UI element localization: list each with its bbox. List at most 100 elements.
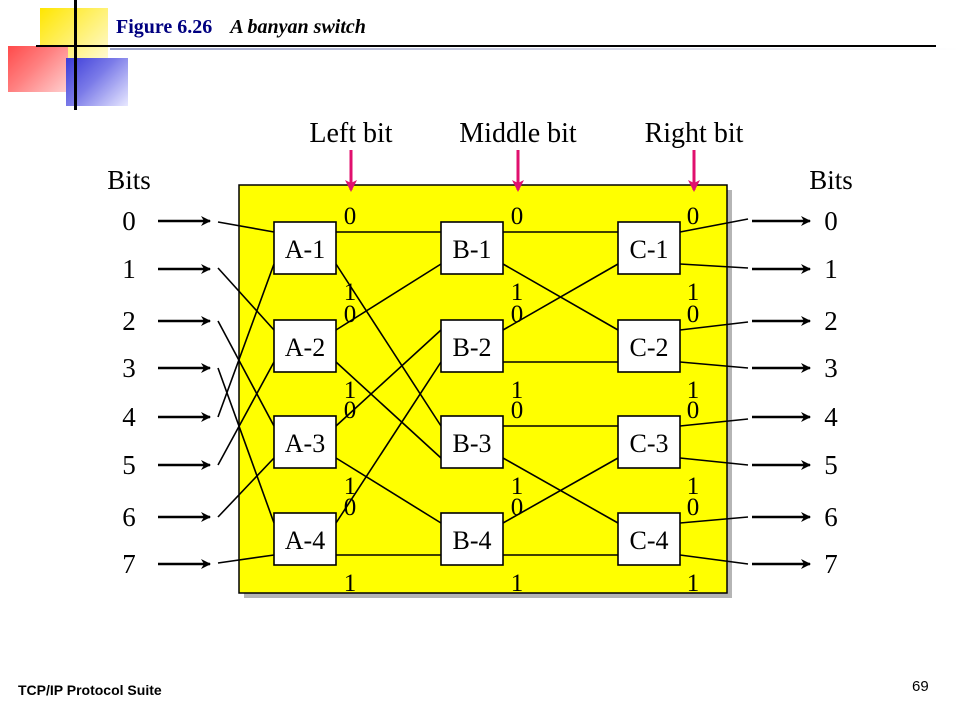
- switch-b-4-box: [440, 512, 504, 566]
- switch-a-4-box: [273, 512, 337, 566]
- port-bit-label: 1: [344, 279, 357, 306]
- switch-label: A-3: [285, 429, 325, 458]
- wire: [335, 361, 442, 524]
- middle-bit-label: Middle bit: [459, 118, 577, 149]
- port-bit-label: 1: [511, 473, 524, 500]
- decor-rule-fade: [110, 48, 960, 50]
- input-bit-label: 0: [122, 206, 136, 236]
- wire: [335, 457, 442, 524]
- footer-text: TCP/IP Protocol Suite: [18, 682, 162, 698]
- decor-red-square: [8, 46, 68, 92]
- wire: [335, 361, 442, 459]
- bits-label-right: Bits: [809, 165, 853, 195]
- wire: [217, 367, 275, 524]
- switch-label: A-2: [285, 333, 325, 362]
- port-bit-label: 0: [344, 494, 357, 521]
- wire: [217, 320, 275, 427]
- output-bit-label: 1: [824, 254, 838, 284]
- switch-b-3-box: [440, 415, 504, 469]
- output-bit-label: 7: [824, 549, 838, 579]
- output-bit-label: 5: [824, 450, 838, 480]
- port-bit-label: 0: [511, 203, 524, 230]
- wire: [679, 321, 749, 331]
- port-bit-label: 1: [344, 377, 357, 404]
- wire: [217, 267, 275, 331]
- switch-label: B-1: [453, 235, 492, 264]
- wire: [217, 263, 275, 418]
- wire: [679, 218, 749, 233]
- port-bit-label: 0: [687, 301, 700, 328]
- port-bit-label: 1: [511, 279, 524, 306]
- wire: [335, 329, 442, 427]
- port-bit-label: 0: [344, 203, 357, 230]
- figure-caption: A banyan switch: [230, 16, 366, 38]
- left-bit-label: Left bit: [309, 118, 392, 149]
- port-bit-label: 0: [687, 494, 700, 521]
- switch-b-2-box: [440, 319, 504, 373]
- input-bit-label: 4: [122, 402, 136, 432]
- wire: [335, 263, 442, 427]
- wire: [217, 457, 275, 518]
- switch-label: B-3: [453, 429, 492, 458]
- switch-c-3-box: [617, 415, 681, 469]
- input-bit-label: 3: [122, 353, 136, 383]
- wire: [502, 457, 619, 524]
- output-bit-label: 3: [824, 353, 838, 383]
- switch-label: C-1: [630, 235, 669, 264]
- switch-a-1-box: [273, 221, 337, 275]
- port-bit-label: 0: [511, 494, 524, 521]
- output-bit-label: 0: [824, 206, 838, 236]
- wire: [217, 554, 275, 564]
- port-bit-label: 1: [687, 570, 700, 597]
- switch-b-1-box: [440, 221, 504, 275]
- switch-label: B-4: [453, 526, 492, 555]
- decor-vertical-rule: [74, 0, 77, 110]
- port-bit-label: 1: [344, 570, 357, 597]
- port-bit-label: 0: [687, 203, 700, 230]
- switch-c-2-box: [617, 319, 681, 373]
- decor-rule: [36, 45, 936, 47]
- switch-label: A-4: [285, 526, 325, 555]
- figure-number: Figure 6.26: [116, 16, 213, 38]
- port-bit-label: 0: [687, 397, 700, 424]
- bits-label-left: Bits: [107, 165, 151, 195]
- wire: [679, 418, 749, 427]
- port-bit-label: 1: [687, 473, 700, 500]
- wire: [679, 361, 749, 369]
- output-bit-label: 2: [824, 306, 838, 336]
- switch-label: A-1: [285, 235, 325, 264]
- right-bit-label: Right bit: [645, 118, 744, 149]
- page-number: 69: [912, 678, 929, 695]
- input-bit-label: 7: [122, 549, 136, 579]
- wire: [679, 554, 749, 565]
- input-bit-label: 1: [122, 254, 136, 284]
- wiring: [217, 218, 749, 565]
- input-bit-label: 2: [122, 306, 136, 336]
- port-bit-label: 0: [344, 397, 357, 424]
- port-bit-label: 1: [511, 570, 524, 597]
- wire: [217, 221, 275, 233]
- switch-label: B-2: [453, 333, 492, 362]
- switch-c-1-box: [617, 221, 681, 275]
- switch-label: C-3: [630, 429, 669, 458]
- switch-a-2-box: [273, 319, 337, 373]
- switch-c-4-box: [617, 512, 681, 566]
- port-bit-label: 1: [687, 377, 700, 404]
- wire: [217, 361, 275, 466]
- port-bit-label: 0: [511, 397, 524, 424]
- wire: [679, 516, 749, 524]
- wire: [679, 263, 749, 269]
- wire: [502, 263, 619, 331]
- output-bit-label: 6: [824, 502, 838, 532]
- switch-label: C-4: [630, 526, 669, 555]
- port-bit-label: 1: [511, 377, 524, 404]
- switch-label: C-2: [630, 333, 669, 362]
- wire: [679, 457, 749, 466]
- port-bit-label: 0: [344, 301, 357, 328]
- port-bit-label: 0: [511, 301, 524, 328]
- output-bit-label: 4: [824, 402, 838, 432]
- switch-a-3-box: [273, 415, 337, 469]
- port-bit-label: 1: [344, 473, 357, 500]
- input-bit-label: 5: [122, 450, 136, 480]
